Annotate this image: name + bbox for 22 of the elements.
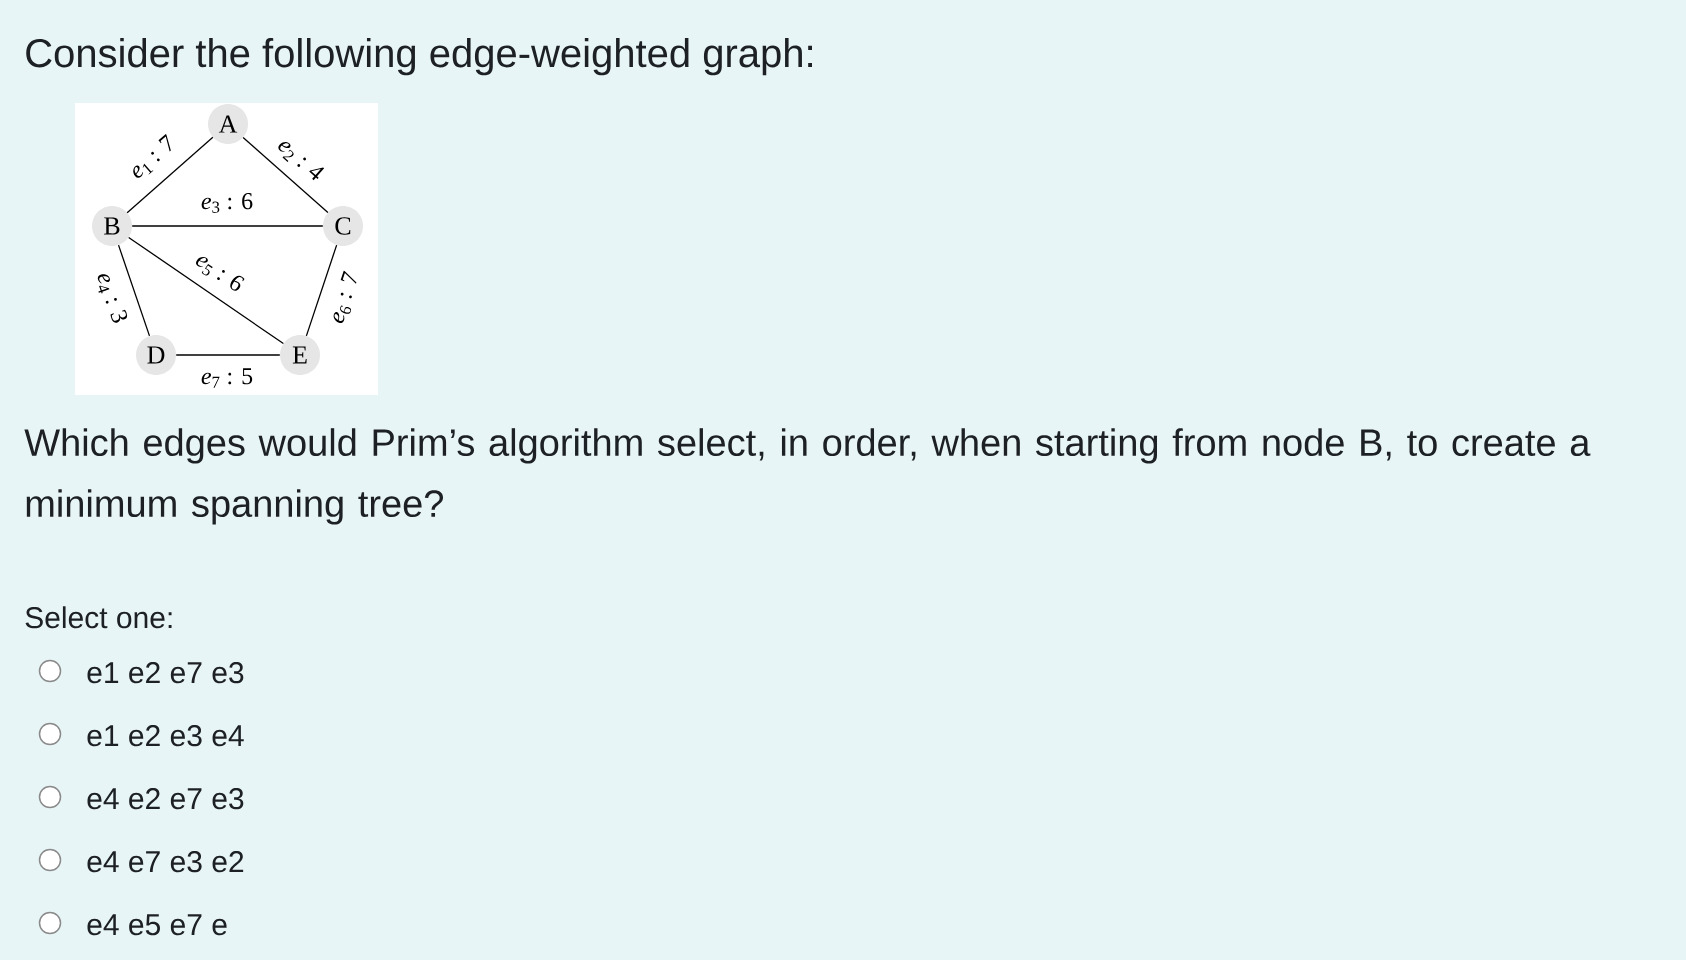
- edge-line: [305, 244, 338, 337]
- edge-label: e$_{6}$ : 7: [333, 270, 357, 323]
- edge-line: [175, 354, 281, 356]
- option-text: e4 e5 e7 e: [87, 914, 227, 936]
- edge-line: [126, 136, 214, 214]
- option-text: e1 e2 e7 e3: [87, 662, 244, 684]
- edge-label: e$_{3}$ : 6: [201, 193, 253, 213]
- question-text: Which edges would Prim’s algorithm select, in order, when starting from node B, to create a minimum spanning tree?: [24, 428, 1591, 525]
- option-text: e4 e7 e3 e2: [87, 851, 244, 873]
- option-text: e1 e2 e3 e4: [87, 725, 244, 747]
- option-text: e4 e2 e7 e3: [87, 788, 244, 810]
- edge-line: [128, 236, 284, 345]
- edge-line: [242, 136, 329, 214]
- edge-label: e$_{5}$ : 6: [196, 256, 245, 291]
- edge-label: e$_{4}$ : 3: [97, 274, 128, 323]
- heading: Consider the following edge-weighted graph:: [26, 38, 812, 76]
- edge-label: e$_{1}$ : 7: [133, 134, 171, 178]
- edge-line: [131, 225, 324, 227]
- edge-label: e$_{2}$ : 4: [278, 142, 325, 181]
- prompt-text: Select one:: [25, 606, 172, 629]
- edge-label: e$_{7}$ : 5: [201, 368, 253, 388]
- edge-line: [117, 244, 151, 337]
